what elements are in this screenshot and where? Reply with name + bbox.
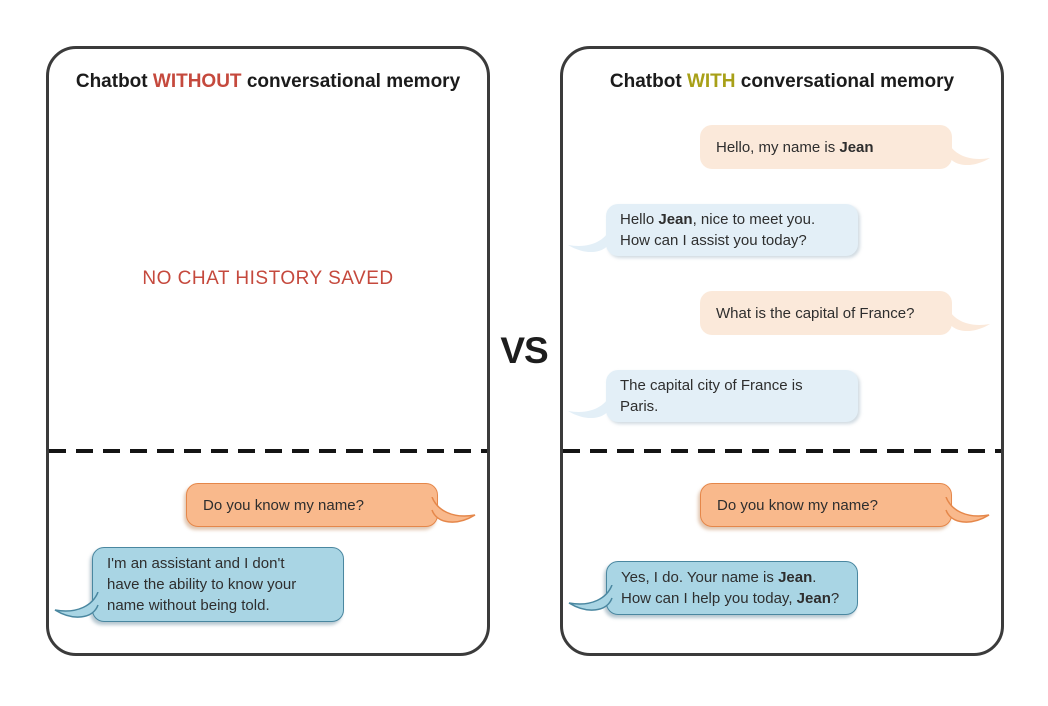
- title-keyword-without: WITHOUT: [152, 71, 242, 92]
- bubble-text-line: Yes, I do. Your name is Jean.: [621, 567, 843, 588]
- bubble-text-segment: How can I help you today,: [621, 590, 797, 607]
- chat-bubble: Yes, I do. Your name is Jean.How can I h…: [568, 561, 858, 615]
- chat-bubble: I'm an assistant and I don't have the abi…: [54, 547, 344, 622]
- chat-messages-after-divider: Do you know my name? I'm an assistant and…: [49, 483, 487, 622]
- bubble-text-segment: Paris.: [620, 398, 659, 415]
- bubble-tail: [568, 393, 611, 419]
- bubble-tail: [431, 497, 476, 523]
- bubble-tail: [568, 585, 613, 611]
- bubble-text-line: have the ability to know your: [107, 574, 329, 595]
- title-post: conversational memory: [241, 71, 461, 92]
- bubble-text-segment: How can I assist you today?: [620, 232, 807, 249]
- bubble-text-segment: Jean: [796, 590, 831, 607]
- chat-bubble: The capital city of France is Paris.: [568, 370, 858, 422]
- bubble-text-line: Hello, my name is Jean: [716, 139, 874, 156]
- bubble-text-segment: have the ability to know your: [107, 576, 297, 593]
- title-pre: Chatbot: [75, 71, 153, 92]
- dashed-divider: [49, 449, 487, 453]
- bubble-text-segment: Jean: [658, 211, 693, 228]
- bubble-text-segment: ?: [830, 590, 840, 607]
- bubble-text-segment: Do you know my name?: [717, 496, 878, 514]
- bubble-text-line: Do you know my name?: [203, 497, 364, 514]
- chat-message-bot: The capital city of France is Paris.: [563, 370, 1001, 422]
- bubble-text-segment: .: [812, 569, 817, 586]
- bubble-tail: [947, 306, 990, 332]
- dashed-divider: [563, 449, 1001, 453]
- panel-with-memory: Chatbot WITH conversational memory Hello…: [560, 46, 1004, 656]
- vs-label: VS: [500, 330, 548, 371]
- chat-messages-after-divider: Do you know my name? Yes, I do. Your name…: [563, 483, 1001, 615]
- bubble-text-segment: Jean: [778, 569, 813, 586]
- bubble-tail: [54, 592, 99, 618]
- bubble-text-line: I'm an assistant and I don't: [107, 553, 329, 574]
- bubble-text-segment: Do you know my name?: [203, 496, 364, 514]
- chat-message-user: Do you know my name?: [563, 483, 1001, 527]
- title-keyword-with: WITH: [686, 71, 736, 92]
- bubble-tail: [568, 227, 611, 253]
- chat-bubble: Hello, my name is Jean: [700, 125, 990, 169]
- bubble-text-line: Paris.: [620, 396, 844, 417]
- bubble-text-segment: I'm an assistant and I don't: [107, 555, 285, 572]
- chat-message-bot: Yes, I do. Your name is Jean.How can I h…: [563, 561, 1001, 615]
- title-pre: Chatbot: [609, 71, 687, 92]
- bubble-text-line: The capital city of France is: [620, 375, 844, 396]
- bubble-text-line: How can I assist you today?: [620, 230, 844, 251]
- bubble-text-segment: Hello: [620, 211, 659, 228]
- no-chat-history-label: NO CHAT HISTORY SAVED: [142, 268, 394, 289]
- bubble-text-line: How can I help you today, Jean?: [621, 588, 843, 609]
- panel-title-without: Chatbot WITHOUT conversational memory: [49, 71, 487, 93]
- title-post: conversational memory: [735, 71, 955, 92]
- bubble-tail: [947, 140, 990, 166]
- bubble-text-line: What is the capital of France?: [716, 305, 914, 322]
- panel-title-with: Chatbot WITH conversational memory: [563, 71, 1001, 93]
- bubble-tail: [945, 497, 990, 523]
- chat-bubble: Do you know my name?: [700, 483, 990, 527]
- chat-message-bot: Hello Jean, nice to meet you. How can I a…: [563, 204, 1001, 256]
- chat-message-user: Do you know my name?: [49, 483, 487, 527]
- bubble-text-segment: Yes, I do. Your name is: [621, 569, 779, 586]
- bubble-text-line: name without being told.: [107, 595, 329, 616]
- bubble-text-segment: What is the capital of France?: [716, 304, 915, 322]
- bubble-text-line: Do you know my name?: [717, 497, 878, 514]
- bubble-text-line: Hello Jean, nice to meet you.: [620, 209, 844, 230]
- chat-message-user: What is the capital of France?: [563, 291, 1001, 335]
- chat-message-user: Hello, my name is Jean: [563, 125, 1001, 169]
- bubble-text-segment: Jean: [839, 138, 874, 156]
- chat-bubble: Do you know my name?: [186, 483, 476, 527]
- bubble-text-segment: , nice to meet you.: [692, 211, 816, 228]
- bubble-text-segment: name without being told.: [107, 597, 270, 614]
- bubble-text-segment: Hello, my name is: [716, 138, 840, 156]
- panel-without-memory: Chatbot WITHOUT conversational memory NO…: [46, 46, 490, 656]
- bubble-text-segment: The capital city of France is: [620, 377, 803, 394]
- chat-bubble: What is the capital of France?: [700, 291, 990, 335]
- chat-message-bot: I'm an assistant and I don't have the abi…: [49, 547, 487, 622]
- chat-bubble: Hello Jean, nice to meet you. How can I a…: [568, 204, 858, 256]
